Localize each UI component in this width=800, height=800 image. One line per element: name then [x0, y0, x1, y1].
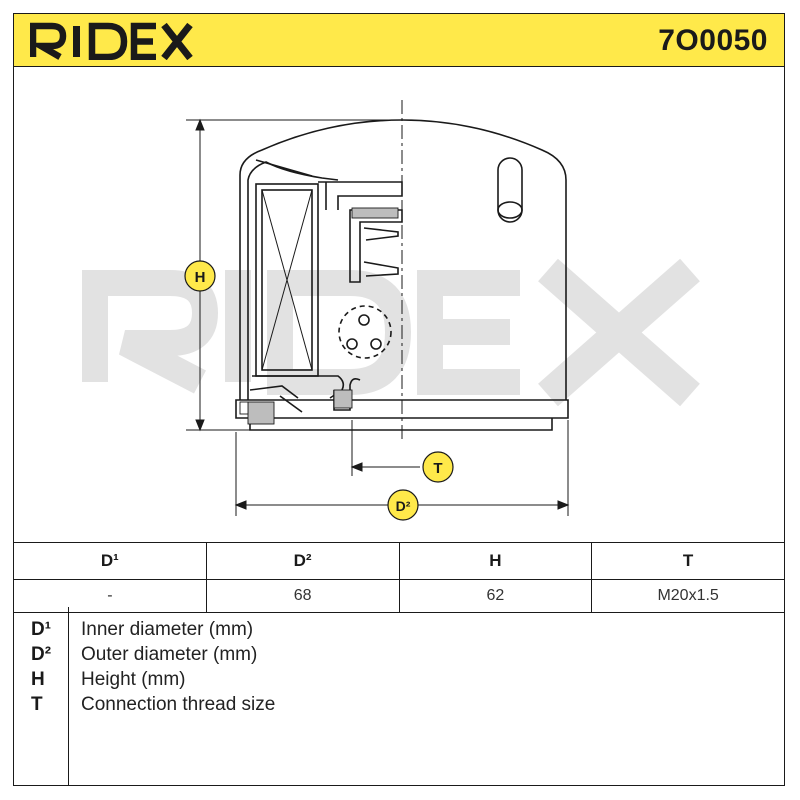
outer-diameter-marker: [387, 489, 419, 521]
legend-item: D¹ Inner diameter (mm): [13, 619, 785, 644]
height-marker: [184, 260, 216, 292]
spec-value-cell: M20x1.5: [591, 579, 785, 613]
header-bar: 7O0050: [13, 13, 785, 67]
legend-key: D¹: [31, 619, 52, 640]
ridex-logo: [30, 22, 193, 60]
ridex-watermark: [82, 258, 700, 407]
spec-header-cell: T: [591, 542, 785, 580]
legend-description: Height (mm): [81, 669, 186, 690]
thread-marker: [422, 451, 454, 483]
spec-value-cell: 62: [398, 579, 593, 613]
spec-value-cell: -: [13, 579, 207, 613]
spec-header-cell: D²: [205, 542, 400, 580]
spec-table: D¹ D² H T - 68 62 M20x1.5: [13, 542, 785, 613]
legend-item: D² Outer diameter (mm): [13, 644, 785, 669]
height-marker-label: H: [195, 269, 206, 286]
legend-key: T: [31, 694, 43, 715]
filter-body: [235, 119, 569, 431]
dimension-thread: [350, 420, 420, 476]
thread-marker-label: T: [433, 460, 442, 477]
legend-item: T Connection thread size: [13, 694, 785, 719]
legend-key: H: [31, 669, 45, 690]
spec-header-cell: H: [398, 542, 593, 580]
seal-hatching: [239, 207, 399, 425]
part-number: 7O0050: [658, 24, 768, 57]
legend-description: Outer diameter (mm): [81, 644, 258, 665]
legend-description: Connection thread size: [81, 694, 276, 715]
outer-diameter-marker-label: D²: [396, 498, 411, 514]
spec-header-row: D¹ D² H T: [13, 542, 785, 580]
legend-key: D²: [31, 644, 52, 665]
spec-header-cell: D¹: [13, 542, 207, 580]
legend-item: H Height (mm): [13, 669, 785, 694]
legend-divider: [68, 607, 69, 786]
spec-value-row: - 68 62 M20x1.5: [13, 579, 785, 613]
spec-value-cell: 68: [205, 579, 400, 613]
technical-drawing: H T D²: [82, 100, 700, 521]
legend-description: Inner diameter (mm): [81, 619, 254, 640]
legend: D¹ Inner diameter (mm) D² Outer diameter…: [13, 607, 785, 786]
